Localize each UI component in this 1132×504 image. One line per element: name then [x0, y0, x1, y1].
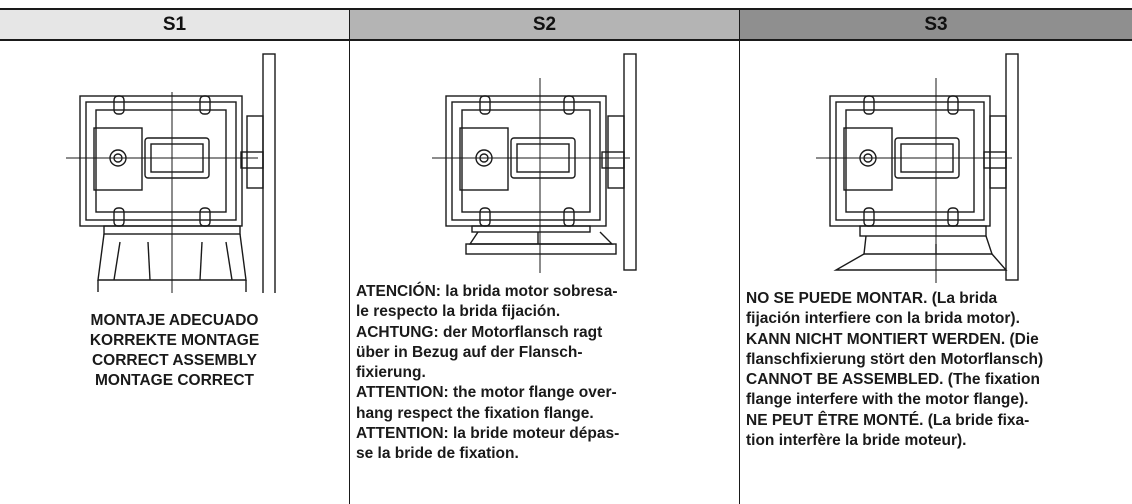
caption-line: MONTAJE ADECUADO: [90, 312, 259, 329]
caption-line: ATTENTION: la bride moteur dépas-: [356, 425, 620, 443]
column-header-s1: S1: [0, 8, 349, 41]
gearbox-figure-s2: [432, 53, 637, 273]
caption-line: tion interfère la bride moteur).: [746, 432, 967, 450]
gearbox-drawing-s1: [0, 48, 350, 293]
gearbox-drawing-s2: [350, 48, 740, 273]
caption-line: über in Bezug auf der Flansch-: [356, 343, 583, 361]
caption-line: KORREKTE MONTAGE: [89, 332, 260, 349]
column-s2: S2: [350, 8, 740, 504]
column-header-s2: S2: [350, 8, 739, 41]
caption-line: le respecto la brida fijación.: [356, 303, 561, 321]
caption-line: KANN NICHT MONTIERT WERDEN. (Die: [746, 330, 1039, 348]
gearbox-figure-s1: [66, 53, 276, 293]
caption-line: flange interfere with the motor flange).: [746, 391, 1029, 409]
caption-line: se la bride de fixation.: [356, 445, 519, 463]
caption-line: ATTENTION: the motor flange over-: [356, 384, 617, 402]
caption-line: CORRECT ASSEMBLY: [91, 352, 258, 369]
column-s3: S3: [740, 8, 1132, 504]
caption-line: NE PEUT ÊTRE MONTÉ. (La bride fixa-: [746, 411, 1030, 429]
caption-line: ACHTUNG: der Motorflansch ragt: [356, 323, 603, 341]
column-header-s3: S3: [740, 8, 1132, 41]
caption-s2: ATENCIÓN: la brida motor sobresa- le res…: [356, 282, 733, 465]
column-s1: S1: [0, 8, 350, 504]
caption-line: ATENCIÓN: la brida motor sobresa-: [356, 283, 618, 300]
caption-line: fijación interfiere con la brida motor).: [746, 310, 1020, 328]
caption-s3: NO SE PUEDE MONTAR. (La brida fijación i…: [746, 289, 1126, 451]
caption-line: CANNOT BE ASSEMBLED. (The fixation: [746, 371, 1040, 389]
caption-line: MONTAGE CORRECT: [94, 372, 254, 389]
caption-line: flanschfixierung stört den Motorflansch): [746, 350, 1044, 368]
gearbox-figure-s3: [816, 53, 1019, 283]
caption-line: fixierung.: [356, 364, 426, 382]
caption-s1: MONTAJE ADECUADO KORREKTE MONTAGE CORREC…: [0, 311, 349, 391]
gearbox-drawing-s3: [740, 48, 1132, 283]
caption-line: NO SE PUEDE MONTAR. (La brida: [746, 290, 998, 307]
caption-line: hang respect the fixation flange.: [356, 404, 594, 422]
